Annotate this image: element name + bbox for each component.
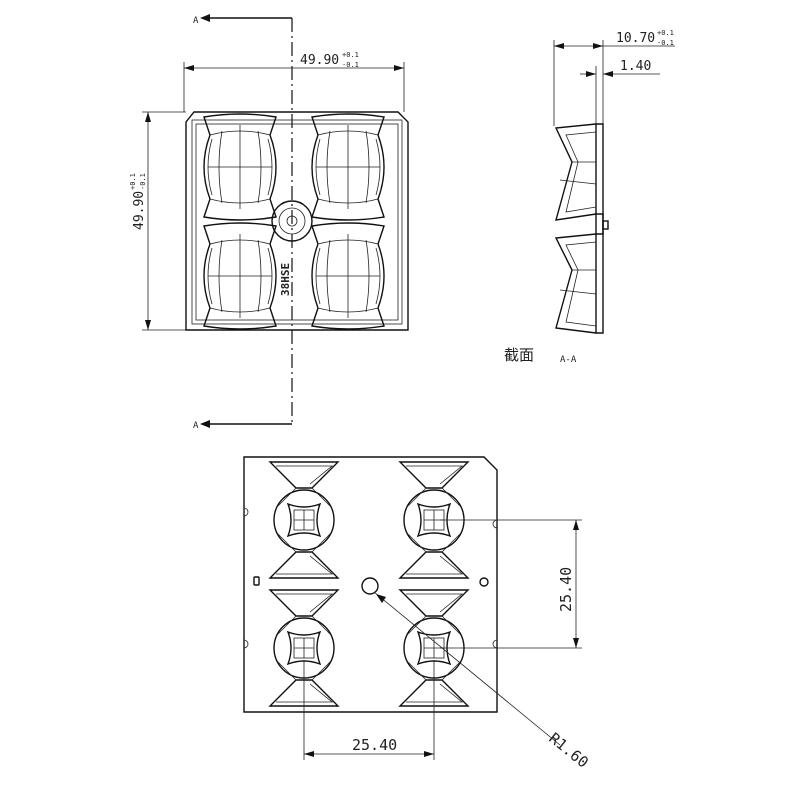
engraving-text: 38HSE [279,263,292,296]
front-lens-cell [311,222,385,330]
section-line-a-a: A A [193,14,293,431]
horizontal-pitch-dimension: 25.40 [303,660,435,760]
lens-body-bottom [243,456,498,713]
bottom-view: 25.40 25.40 R1.60 [243,456,592,772]
lens-body-front [185,111,409,331]
bottom-lens-array [268,461,470,707]
front-lens-cell [311,113,385,221]
section-view: 10.70 +0.1 -0.1 1.40 截面 A-A [504,29,675,365]
front-lens-cell [203,222,277,330]
thickness-dim-text: 10.70 [616,31,655,46]
thickness-dimension: 10.70 +0.1 -0.1 [553,29,675,126]
width-tol-minus: -0.1 [342,61,359,69]
height-tol-minus: -0.1 [139,173,147,190]
mounting-hole [361,577,379,595]
bottom-lens-cell [268,589,340,707]
front-lens-cell [203,113,277,221]
height-tol-plus: +0.1 [129,173,137,190]
section-label-top: A [193,16,199,26]
bottom-lens-cell [398,461,470,579]
horizontal-pitch-text: 25.40 [352,736,397,754]
section-label-bottom: A [193,421,199,431]
height-dimension: 49.90 +0.1 -0.1 [129,111,186,331]
section-caption: 截面 [504,346,534,364]
bottom-lens-cell [268,461,340,579]
vertical-pitch-dimension: 25.40 [440,519,582,649]
section-profile [554,123,609,334]
center-boss [271,200,313,242]
vertical-pitch-text: 25.40 [557,567,575,612]
width-dim-text: 49.90 [300,53,339,68]
section-caption-suffix: A-A [560,355,577,365]
bottom-lens-cell [398,589,470,707]
flange-dim-text: 1.40 [620,59,651,74]
radius-dim-text: R1.60 [545,729,591,771]
radius-leader: R1.60 [373,591,592,772]
flange-dimension: 1.40 [580,59,660,126]
width-tol-plus: +0.1 [342,51,359,59]
width-dimension: 49.90 +0.1 -0.1 [183,51,405,112]
front-lens-array [203,113,385,330]
thickness-tol-minus: -0.1 [657,39,674,47]
thickness-tol-plus: +0.1 [657,29,674,37]
front-view: A A 49.90 +0.1 -0.1 49.90 +0.1 -0.1 [129,14,409,431]
height-dim-text: 49.90 [132,191,147,230]
